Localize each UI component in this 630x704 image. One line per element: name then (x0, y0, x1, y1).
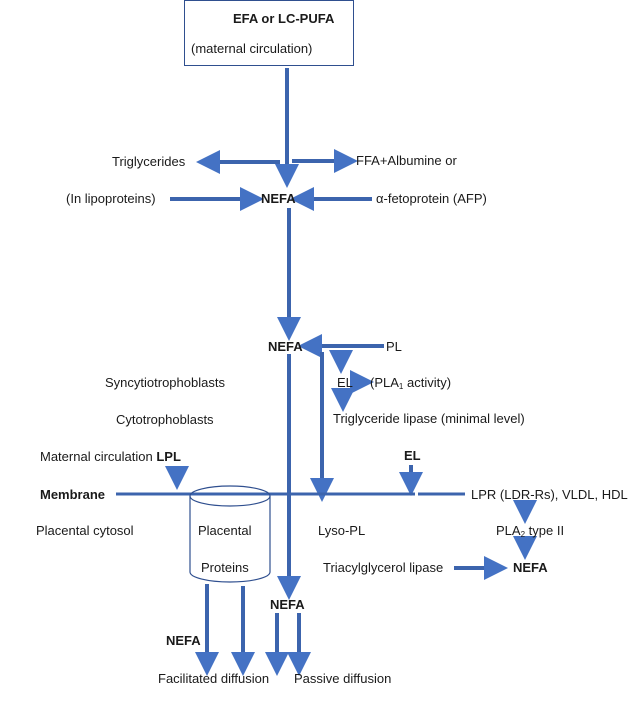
label-syncytiotrophoblasts: Syncytiotrophoblasts (105, 375, 225, 390)
label-nefa-3: NEFA (513, 560, 548, 575)
label-facilitated-diffusion: Facilitated diffusion (158, 671, 270, 686)
label-tag-lipase: Triacylglycerol lipase (323, 560, 444, 575)
label-tg-lipase: Triglyceride lipase (minimal level) (333, 411, 525, 426)
maternal-circulation-text: Maternal circulation (40, 449, 157, 464)
label-pla1-activity: (PLA1 activity) (370, 375, 451, 395)
placental-proteins-cylinder (189, 485, 271, 583)
label-nefa-2: NEFA (268, 339, 303, 354)
pla1-suffix: activity) (403, 375, 452, 390)
source-box: EFA or LC-PUFA (maternal circulation) (184, 0, 354, 66)
pla1-subscript: 1 (398, 382, 404, 391)
pla2-suffix: type II (525, 523, 565, 538)
label-placental-cytosol: Placental cytosol (36, 523, 134, 538)
pla1-prefix: (PLA (370, 375, 399, 390)
label-cytotrophoblasts: Cytotrophoblasts (116, 412, 214, 427)
label-pla2-type-ii: PLA2 type II (496, 523, 564, 543)
label-membrane: Membrane (40, 487, 106, 502)
label-el-1: EL (337, 375, 353, 390)
source-subtitle: (maternal circulation) (191, 41, 313, 56)
label-triglycerides: Triglycerides (112, 154, 186, 169)
label-afp: α-fetoprotein (AFP) (376, 191, 487, 206)
label-placental: Placental (198, 523, 252, 538)
label-lyso-pl: Lyso-PL (318, 523, 366, 538)
label-el-2: EL (404, 448, 421, 463)
lpl-text: LPL (156, 449, 181, 464)
label-ffa-albumine: FFA+Albumine or (356, 153, 457, 168)
pla2-subscript: 2 (520, 530, 526, 539)
label-nefa-5: NEFA (166, 633, 201, 648)
label-lpr: LPR (LDR-Rs), VLDL, HDL (471, 487, 628, 502)
label-maternal-circulation-lpl: Maternal circulation LPL (40, 449, 181, 465)
label-proteins: Proteins (201, 560, 249, 575)
label-nefa-1: NEFA (261, 191, 296, 206)
pla2-prefix: PLA (496, 523, 521, 538)
label-pl: PL (386, 339, 402, 354)
label-in-lipoproteins: (In lipoproteins) (66, 191, 156, 206)
label-passive-diffusion: Passive diffusion (294, 671, 392, 686)
label-nefa-4: NEFA (270, 597, 305, 612)
source-title: EFA or LC-PUFA (233, 11, 335, 26)
